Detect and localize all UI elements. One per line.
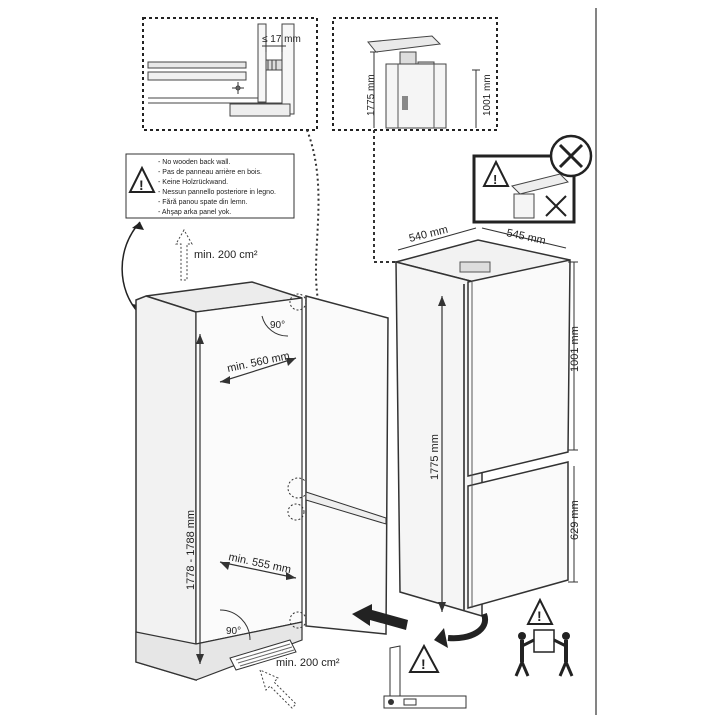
gap-dimension-label: ≤ 17 mm bbox=[262, 34, 301, 45]
svg-text:!: ! bbox=[421, 656, 426, 672]
appliance-height-label: 1775 mm bbox=[429, 434, 441, 480]
warning-line-4: - Nessun pannello posteriore in legno. bbox=[158, 189, 276, 196]
warning-line-5: - Fără panou spate din lemn. bbox=[158, 199, 248, 206]
niche-height-label: 1778 - 1788 mm bbox=[185, 510, 197, 590]
ventilation-top-arrow-icon bbox=[175, 228, 193, 281]
hinge-middle-marker-2 bbox=[287, 503, 305, 521]
angle-top-label: 90° bbox=[270, 320, 285, 331]
svg-text:!: ! bbox=[139, 177, 144, 193]
appliance-depth-label: 545 mm bbox=[505, 227, 546, 247]
svg-text:!: ! bbox=[537, 608, 542, 624]
vent-grille bbox=[229, 639, 297, 671]
insert-direction-arrow-icon bbox=[352, 604, 408, 630]
ventilation-bottom-label: min. 200 cm² bbox=[276, 657, 340, 669]
appliance: 540 mm 545 mm 1775 mm 1001 mm 629 mm bbox=[393, 224, 581, 618]
detail-top-right: 1775 mm 1001 mm bbox=[332, 17, 498, 131]
detail-top-left: ≤ 17 mm bbox=[142, 17, 318, 131]
warning-triangle-icon: ! bbox=[408, 643, 440, 673]
warning-pointer-arrow bbox=[121, 221, 141, 313]
ventilation-top-label: min. 200 cm² bbox=[194, 249, 258, 261]
rotate-arrow-icon bbox=[434, 612, 489, 648]
cabinet-niche: 90° 90° 1778 - 1788 mm min. 560 mm min. … bbox=[135, 281, 309, 682]
appliance-upper-label: 1001 mm bbox=[569, 326, 581, 372]
warning-line-1: - No wooden back wall. bbox=[158, 159, 230, 166]
detail-height-label: 1775 mm bbox=[366, 74, 377, 116]
appliance-lower-label: 629 mm bbox=[569, 500, 581, 540]
cross-circle-icon bbox=[549, 134, 593, 178]
detail-connector-right bbox=[373, 130, 396, 263]
ventilation-bottom-arrow-icon bbox=[259, 669, 297, 709]
crosshair-icon bbox=[232, 82, 244, 94]
prohibited-detail: ! bbox=[472, 134, 593, 224]
warning-line-3: - Keine Holzrückwand. bbox=[158, 179, 228, 186]
warning-line-2: - Pas de panneau arrière en bois. bbox=[158, 169, 262, 176]
two-person-lift-icon: ! bbox=[514, 597, 574, 677]
cross-mark-icon bbox=[545, 195, 567, 217]
warning-line-6: - Ahşap arka panel yok. bbox=[158, 209, 231, 216]
detail-upper-label: 1001 mm bbox=[482, 74, 493, 116]
warning-back-wall-box: ! - No wooden back wall. - Pas de pannea… bbox=[125, 153, 295, 219]
spirit-level-icon bbox=[383, 645, 467, 709]
svg-text:!: ! bbox=[493, 172, 497, 187]
niche-door bbox=[305, 295, 389, 635]
angle-bottom-label: 90° bbox=[226, 626, 241, 637]
warning-triangle-icon: ! bbox=[128, 165, 156, 193]
warning-triangle-icon: ! bbox=[482, 159, 510, 187]
